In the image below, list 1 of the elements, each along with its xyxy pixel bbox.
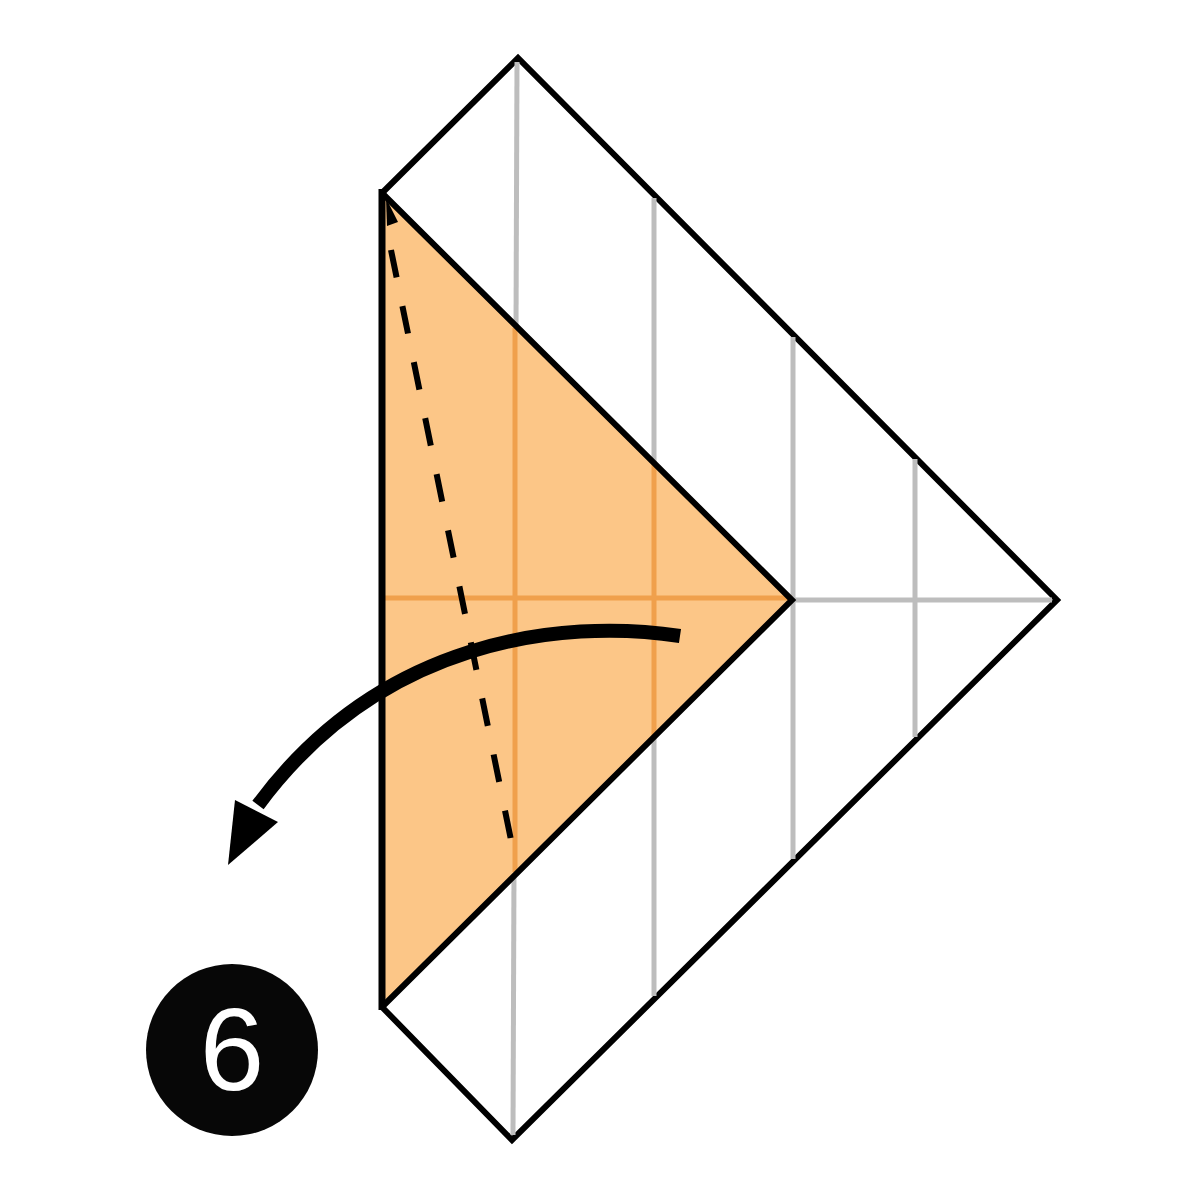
step-number: 6 bbox=[199, 992, 265, 1108]
